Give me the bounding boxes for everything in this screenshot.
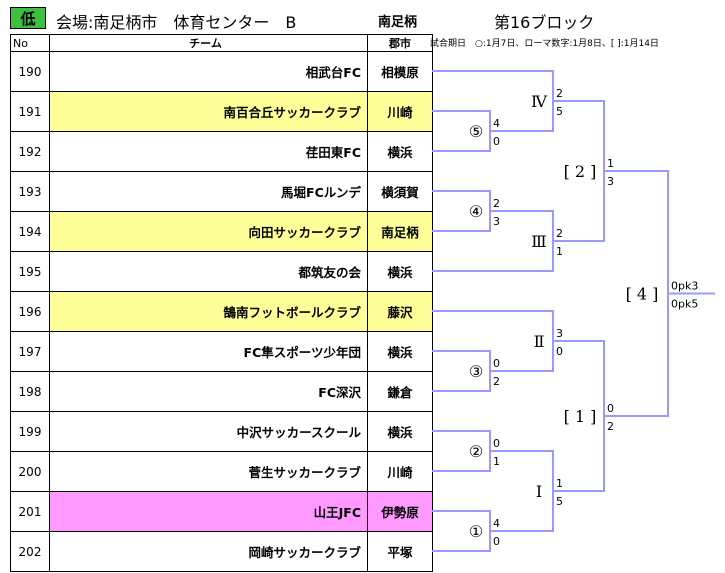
match-label-5: ⑤	[469, 122, 483, 141]
team-name: 向田サッカークラブ	[49, 211, 368, 252]
venue-title: 会場:南足柄市 体育センター B	[56, 13, 297, 32]
table-header: No チーム 郡市	[10, 34, 433, 52]
score-top-m1: 4	[493, 517, 500, 530]
team-number: 192	[10, 131, 50, 172]
score-top-r2: 3	[556, 327, 563, 340]
score-top-r1: 1	[556, 477, 563, 490]
team-name: 馬堀FCルンデ	[49, 171, 368, 212]
score-bottom-sf1: 2	[607, 420, 614, 433]
score-top-m2: 0	[493, 437, 500, 450]
score-bottom-sf2: 3	[607, 175, 614, 188]
team-number: 193	[10, 171, 50, 212]
team-number: 196	[10, 291, 50, 332]
score-bottom-final: 0pk5	[671, 298, 698, 311]
match-label-4: ④	[469, 202, 483, 221]
score-top-m3: 0	[493, 357, 500, 370]
team-number: 202	[10, 531, 50, 572]
score-bottom-r1: 5	[556, 495, 563, 508]
round-label-1: Ⅰ	[536, 482, 542, 501]
round-label-2: Ⅱ	[534, 332, 545, 351]
score-bottom-m4: 3	[493, 215, 500, 228]
score-bottom-r3: 1	[556, 245, 563, 258]
organizer-label: 南足柄	[378, 15, 418, 30]
team-city: 川崎	[367, 91, 433, 132]
score-top-final: 0pk3	[671, 280, 698, 293]
team-city: 横浜	[367, 331, 433, 372]
match-label-3: ③	[469, 362, 483, 381]
score-bottom-r4: 5	[556, 105, 563, 118]
level-badge: 低	[10, 7, 46, 29]
team-name: FC深沢	[49, 371, 368, 412]
date-legend: 試合期日 ○:1月7日、ローマ数字:1月8日、[ ]:1月14日	[430, 39, 659, 49]
final-label: [ 4 ]	[626, 285, 659, 304]
score-bottom-r2: 0	[556, 345, 563, 358]
team-city: 横須賀	[367, 171, 433, 212]
score-top-sf1: 0	[607, 402, 614, 415]
score-top-m5: 4	[493, 117, 500, 130]
team-city: 南足柄	[367, 211, 433, 252]
col-no-header: No	[10, 34, 50, 52]
match-label-2: ②	[469, 442, 483, 461]
score-top-sf2: 1	[607, 157, 614, 170]
match-label-1: ①	[469, 522, 483, 541]
team-name: 荏田東FC	[49, 131, 368, 172]
score-bottom-m3: 2	[493, 375, 500, 388]
team-name: 菅生サッカークラブ	[49, 451, 368, 492]
score-top-r4: 2	[556, 87, 563, 100]
score-bottom-m2: 1	[493, 455, 500, 468]
score-top-r3: 2	[556, 227, 563, 240]
team-city: 横浜	[367, 131, 433, 172]
block-title: 第16ブロック	[494, 13, 595, 32]
team-city: 藤沢	[367, 291, 433, 332]
team-city: 伊勢原	[367, 491, 433, 532]
score-bottom-m1: 0	[493, 535, 500, 548]
team-number: 200	[10, 451, 50, 492]
semifinal-label-2: [ 2 ]	[564, 162, 597, 181]
semifinal-label-1: [ 1 ]	[564, 407, 597, 426]
score-bottom-m5: 0	[493, 135, 500, 148]
team-city: 相模原	[367, 51, 433, 92]
team-name: 南百合丘サッカークラブ	[49, 91, 368, 132]
score-top-m4: 2	[493, 197, 500, 210]
team-name: FC隼スポーツ少年団	[49, 331, 368, 372]
team-name: 中沢サッカースクール	[49, 411, 368, 452]
team-name: 岡崎サッカークラブ	[49, 531, 368, 572]
round-label-3: Ⅲ	[531, 232, 546, 251]
team-city: 川崎	[367, 451, 433, 492]
team-number: 191	[10, 91, 50, 132]
round-label-4: Ⅳ	[531, 92, 548, 111]
team-name: 鵠南フットボールクラブ	[49, 291, 368, 332]
team-city: 平塚	[367, 531, 433, 572]
